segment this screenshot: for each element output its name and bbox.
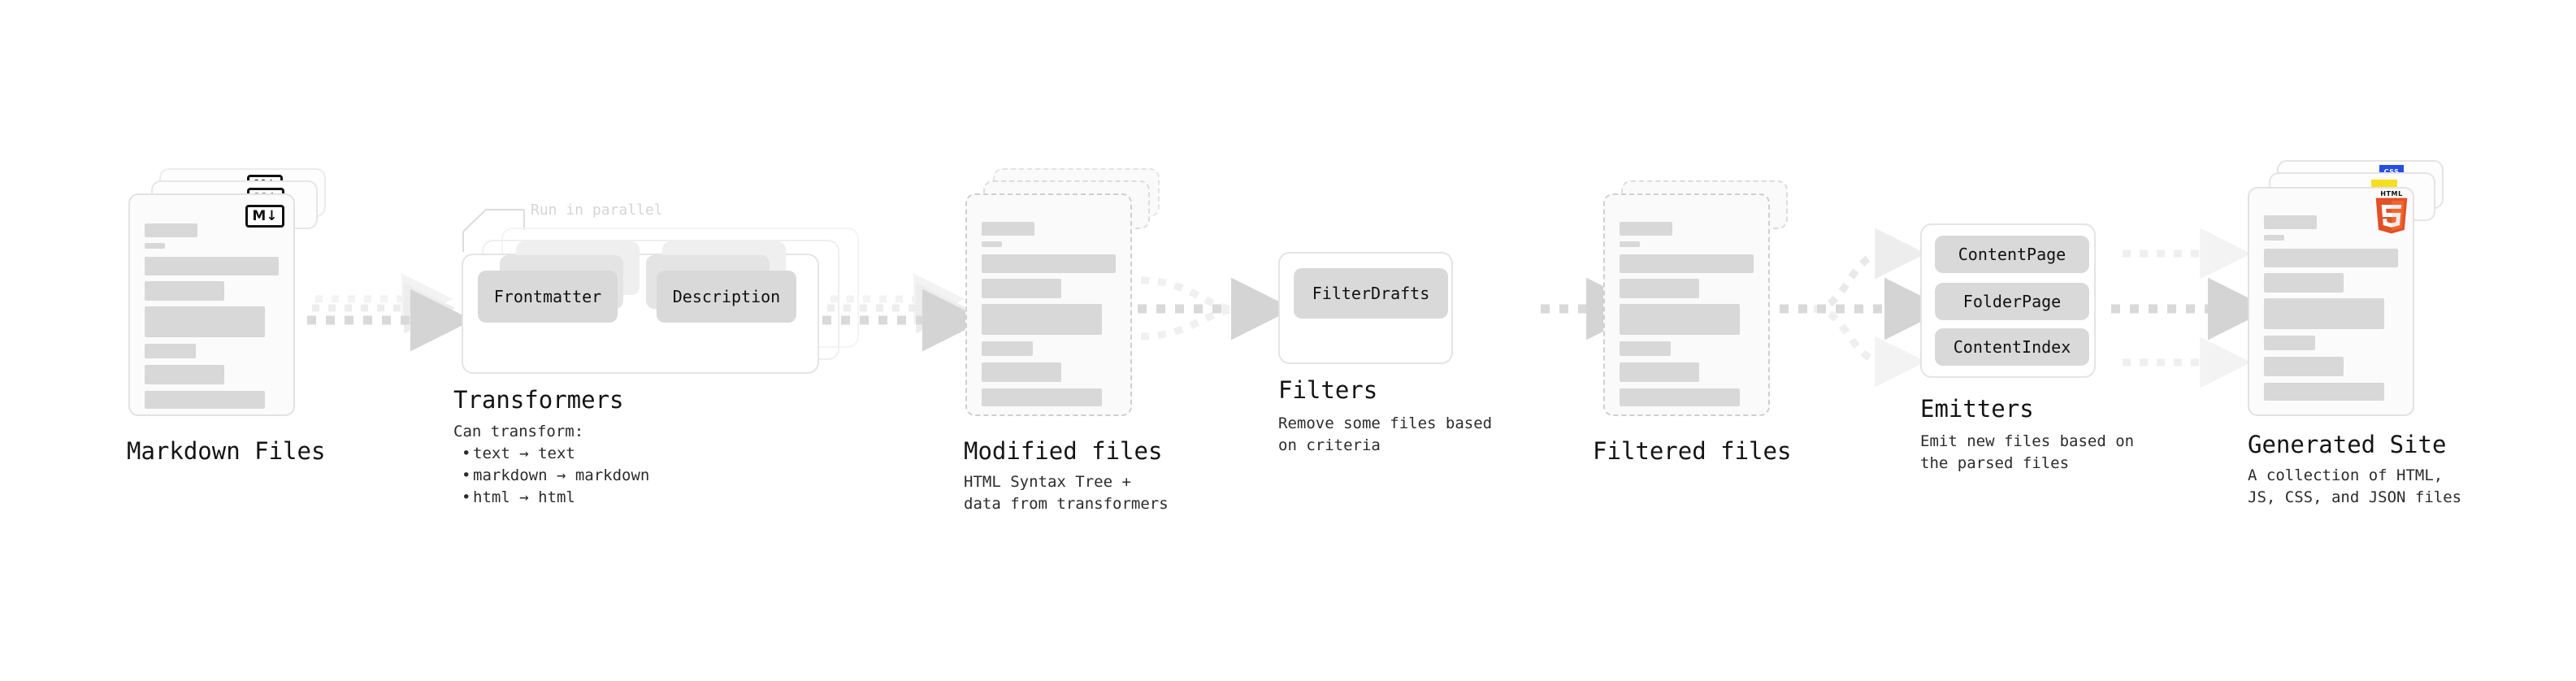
skeleton-bar xyxy=(982,304,1102,335)
transformers-bullets: text → text markdown → markdown html → h… xyxy=(460,443,649,509)
filters-description: Remove some files based on criteria xyxy=(1278,414,1493,454)
skeleton-bar xyxy=(2264,357,2344,376)
stage-title-filtered-files: Filtered files xyxy=(1593,437,1792,465)
generated-site-description: A collection of HTML, JS, CSS, and JSON … xyxy=(2248,466,2462,506)
run-in-parallel-label: Run in parallel xyxy=(531,202,663,219)
skeleton-bar xyxy=(2264,298,2384,329)
transformers-bullet-item: markdown → markdown xyxy=(460,465,649,487)
transformers-sub-label: Can transform: xyxy=(453,423,584,440)
skeleton-bar xyxy=(982,241,1002,247)
emitter-chip-folderpage[interactable]: FolderPage xyxy=(1935,283,2089,320)
markdown-icon: M↓ xyxy=(245,205,284,228)
skeleton-bar xyxy=(982,341,1033,356)
skeleton-bar xyxy=(145,223,197,237)
skeleton-bar xyxy=(982,222,1034,236)
skeleton-bar xyxy=(1620,279,1699,298)
skeleton-bar xyxy=(1620,341,1671,356)
stage-title-transformers: Transformers xyxy=(453,386,624,414)
skeleton-bar xyxy=(145,243,165,249)
skeleton-bar xyxy=(2264,215,2317,229)
skeleton-bar xyxy=(1620,388,1740,406)
transformers-bullet-item: html → html xyxy=(460,487,649,509)
skeleton-bar xyxy=(982,362,1061,382)
stage-title-modified-files: Modified files xyxy=(964,437,1163,465)
svg-text:HTML: HTML xyxy=(2380,191,2403,197)
skeleton-bar xyxy=(982,254,1116,273)
skeleton-bar xyxy=(2264,235,2284,241)
stage-title-markdown-files: Markdown Files xyxy=(127,437,326,465)
edge-modified-to-filters xyxy=(1138,276,1294,340)
skeleton-bar xyxy=(2264,249,2398,267)
stage-title-emitters: Emitters xyxy=(1920,395,2034,423)
skeleton-bar xyxy=(145,257,279,275)
skeleton-bar xyxy=(145,306,265,337)
skeleton-bar xyxy=(982,388,1102,406)
skeleton-bar xyxy=(1620,241,1640,247)
edge-markdown-to-transformers xyxy=(307,273,473,352)
skeleton-bar xyxy=(1620,362,1699,382)
skeleton-bar xyxy=(2264,336,2315,350)
edge-emitters-to-site xyxy=(2111,228,2270,388)
transformer-chip-frontmatter[interactable]: Frontmatter xyxy=(478,271,618,323)
skeleton-bar xyxy=(145,391,265,409)
emitter-chip-contentindex[interactable]: ContentIndex xyxy=(1935,328,2089,366)
skeleton-bar xyxy=(1620,304,1740,335)
skeleton-bar xyxy=(145,281,224,301)
html5-icon: HTML xyxy=(2373,189,2410,235)
edge-filtered-to-emitters xyxy=(1780,228,1947,388)
skeleton-bar xyxy=(1620,254,1754,273)
skeleton-bar xyxy=(145,344,196,358)
modified-files-description: HTML Syntax Tree + data from transformer… xyxy=(964,473,1169,513)
stage-title-generated-site: Generated Site xyxy=(2248,431,2447,458)
skeleton-bar xyxy=(982,279,1061,298)
stage-title-filters: Filters xyxy=(1278,376,1378,404)
skeleton-bar xyxy=(145,365,224,384)
skeleton-bar xyxy=(2264,383,2384,401)
emitter-chip-contentpage[interactable]: ContentPage xyxy=(1935,236,2089,273)
skeleton-bar xyxy=(2264,273,2344,293)
skeleton-bar xyxy=(1620,222,1672,236)
transformer-chip-description[interactable]: Description xyxy=(657,271,796,323)
filters-chip-filterdrafts[interactable]: FilterDrafts xyxy=(1294,268,1448,319)
transformers-bullet-item: text → text xyxy=(460,443,649,465)
emitters-description: Emit new files based on the parsed files xyxy=(1920,432,2135,472)
